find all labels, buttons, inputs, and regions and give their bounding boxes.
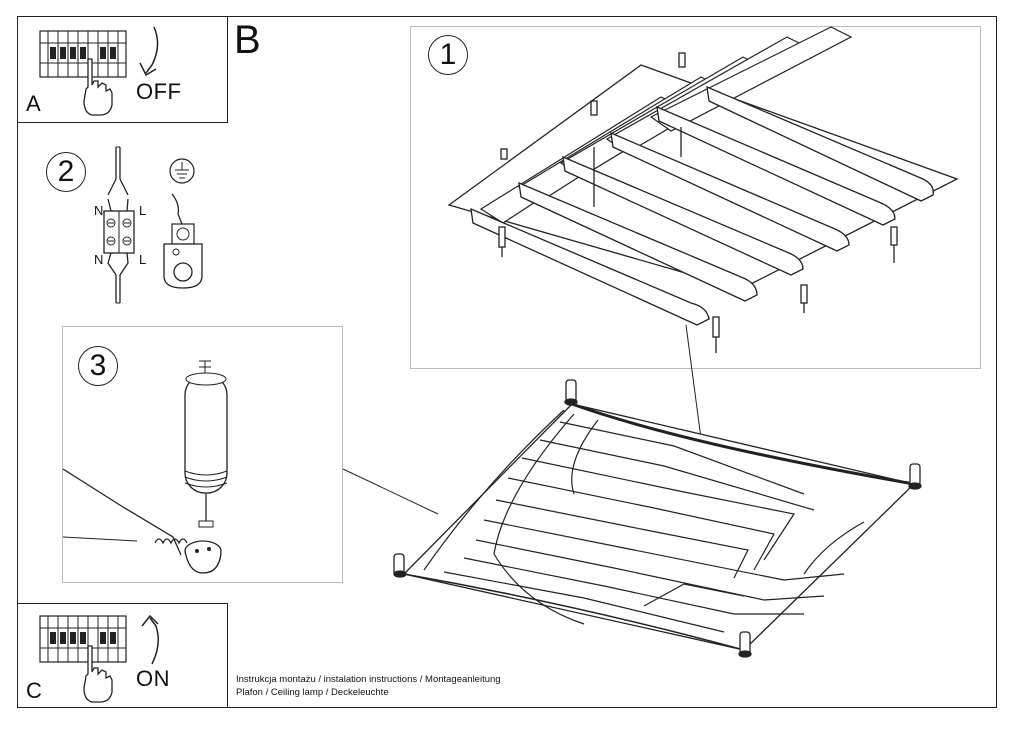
step-3-panel: 3	[62, 326, 343, 583]
step-3-number: 3	[78, 346, 118, 386]
tube-mount-illustration	[62, 360, 228, 574]
off-label: OFF	[136, 79, 182, 104]
ground-clamp-icon	[163, 193, 203, 289]
assembled-lamp	[393, 379, 922, 658]
step-a-panel: OFF A	[17, 16, 228, 123]
step-b-letter: B	[234, 18, 261, 62]
arrow-up-icon	[141, 614, 159, 665]
step-c-panel: ON C	[17, 603, 228, 708]
on-label: ON	[136, 666, 170, 691]
footer-line-1: Instrukcja montażu / instalation instruc…	[236, 674, 501, 685]
wire-label-bottom-l: L	[139, 252, 147, 267]
ground-symbol-icon	[169, 158, 195, 184]
lamp-exploded-view	[447, 26, 959, 353]
wire-label-bottom-n: N	[94, 252, 104, 267]
step-c-letter: C	[26, 678, 42, 703]
footer-line-2: Plafon / Ceiling lamp / Deckeleuchte	[236, 687, 389, 698]
arrow-down-icon	[139, 26, 159, 77]
circuit-breaker-icon	[39, 30, 127, 78]
hand-icon	[83, 645, 113, 703]
wiring-diagram	[103, 146, 135, 304]
hand-icon	[83, 58, 113, 116]
step-a-letter: A	[26, 91, 41, 116]
step-1-number: 1	[428, 35, 468, 75]
page-frame	[17, 16, 997, 708]
wire-label-top-n: N	[94, 203, 104, 218]
step-2-number: 2	[46, 152, 86, 192]
wire-label-top-l: L	[139, 203, 147, 218]
step-1-panel: 1	[410, 26, 981, 369]
circuit-breaker-icon	[39, 615, 127, 663]
